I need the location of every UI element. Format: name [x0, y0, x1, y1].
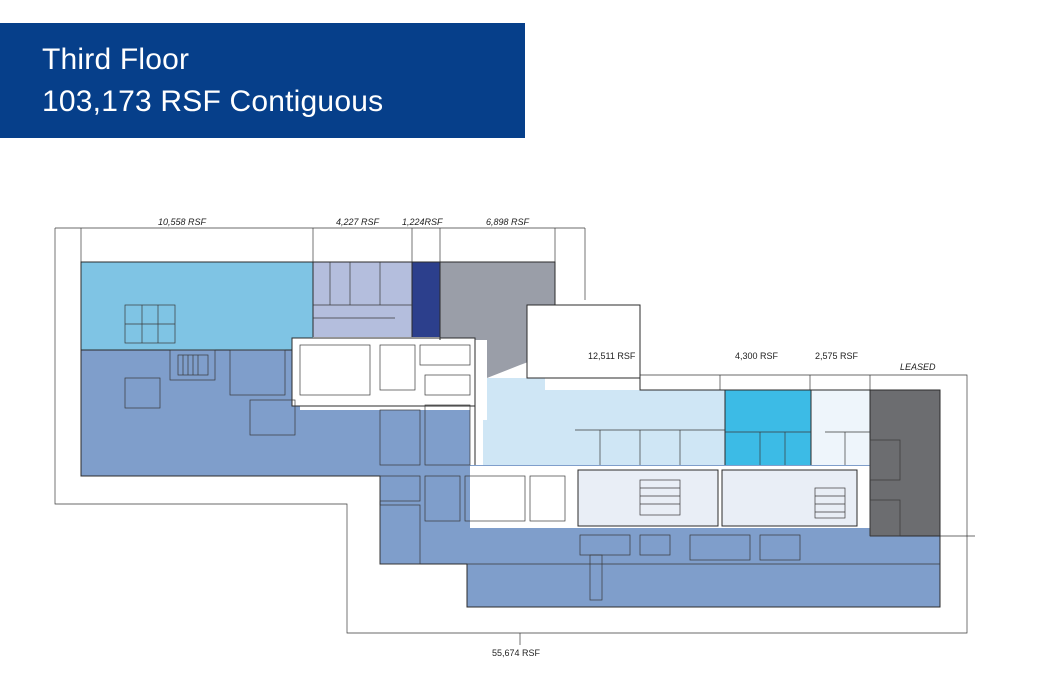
- suite-6898-area[interactable]: [440, 262, 555, 378]
- label-12511: 12,511 RSF: [588, 351, 636, 361]
- label-leased: LEASED: [900, 362, 936, 372]
- stairs: [177, 354, 846, 519]
- floor-title: Third Floor: [42, 43, 190, 76]
- label-55674: 55,674 RSF: [492, 648, 541, 658]
- label-6898: 6,898 RSF: [486, 217, 530, 227]
- floor-subtitle: 103,173 RSF Contiguous: [42, 85, 384, 118]
- label-4227: 4,227 RSF: [336, 217, 380, 227]
- title-banner: Third Floor 103,173 RSF Contiguous: [0, 23, 525, 138]
- suite-4300-area[interactable]: [725, 390, 811, 465]
- suite-12511-area[interactable]: [483, 378, 725, 465]
- suite-labels: 10,558 RSF 4,227 RSF 1,224RSF 6,898 RSF …: [158, 217, 936, 658]
- label-10558: 10,558 RSF: [158, 217, 207, 227]
- dimension-lines: [54, 227, 975, 645]
- suite-2575-area[interactable]: [811, 390, 870, 465]
- suite-4227-area[interactable]: [313, 262, 412, 337]
- leased-area[interactable]: [870, 390, 940, 536]
- label-2575: 2,575 RSF: [815, 351, 859, 361]
- building-cores: [292, 305, 870, 528]
- label-1224: 1,224RSF: [402, 217, 443, 227]
- suite-10558-area[interactable]: [81, 262, 313, 350]
- suite-1224-area[interactable]: [412, 262, 440, 337]
- label-4300: 4,300 RSF: [735, 351, 779, 361]
- interior-rooms: [124, 262, 940, 601]
